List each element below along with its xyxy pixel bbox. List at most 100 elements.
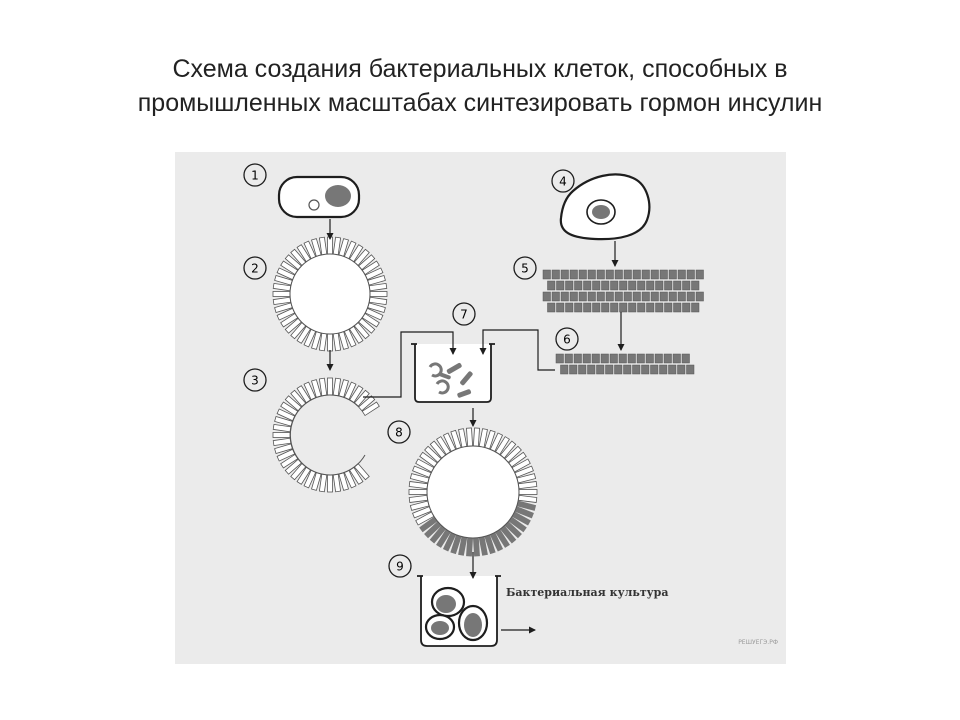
step-7-number: 7 xyxy=(460,308,468,322)
dna-segment xyxy=(637,280,646,291)
dna-segment xyxy=(623,269,632,280)
dna-segment xyxy=(695,269,704,280)
ring-hole xyxy=(293,257,367,331)
dna-segment xyxy=(605,269,614,280)
dna-segment xyxy=(578,291,587,302)
dna-segment xyxy=(609,353,618,364)
plasmid-segment xyxy=(327,333,333,352)
dna-segment xyxy=(641,291,650,302)
plasmid-segment xyxy=(327,474,333,493)
step-9-number: 9 xyxy=(396,560,404,574)
dna-segment xyxy=(587,364,596,375)
dna-segment xyxy=(650,269,659,280)
dna-segment xyxy=(654,353,663,364)
dna-segment xyxy=(672,353,681,364)
step-1-marker: 1 xyxy=(243,163,267,187)
dna-segment xyxy=(686,364,695,375)
step-8-number: 8 xyxy=(395,426,403,440)
dna-segment xyxy=(569,364,578,375)
step-2-number: 2 xyxy=(251,262,259,276)
dna-segment xyxy=(565,302,574,313)
bacterial-dna xyxy=(325,185,351,207)
dna-segment xyxy=(655,280,664,291)
dna-segment xyxy=(605,364,614,375)
mixing-beaker xyxy=(411,343,495,403)
dna-segment xyxy=(673,302,682,313)
dna-segment xyxy=(632,291,641,302)
dna-segment xyxy=(659,364,668,375)
dna-segment xyxy=(601,302,610,313)
step-7-marker: 7 xyxy=(452,302,476,326)
dna-segment xyxy=(618,353,627,364)
dna-segment xyxy=(560,364,569,375)
plasmid-segment xyxy=(408,489,428,495)
dna-segment xyxy=(605,291,614,302)
dna-segment xyxy=(695,291,704,302)
insulin-gene-fragment xyxy=(555,353,695,375)
watermark: РЕШУЕГЭ.РФ xyxy=(738,639,778,646)
gene-fragment xyxy=(457,389,472,398)
dna-segment xyxy=(663,353,672,364)
human-dna-fragment xyxy=(542,269,704,313)
dna-segment xyxy=(610,302,619,313)
dna-segment xyxy=(655,302,664,313)
dna-segment xyxy=(610,280,619,291)
gene-fragment xyxy=(446,363,462,374)
dna-segment xyxy=(628,280,637,291)
dna-segment xyxy=(573,353,582,364)
plasmid-ring xyxy=(272,236,388,352)
dna-segment xyxy=(650,364,659,375)
bacterium-dna xyxy=(436,595,456,613)
dna-segment xyxy=(682,280,691,291)
dna-segment xyxy=(686,291,695,302)
plasmid-segment xyxy=(272,291,291,297)
dna-segment xyxy=(619,280,628,291)
dna-segment xyxy=(673,280,682,291)
dna-segment xyxy=(659,291,668,302)
dna-segment xyxy=(583,280,592,291)
dna-segment xyxy=(565,280,574,291)
step-5-marker: 5 xyxy=(513,256,537,280)
step-2-marker: 2 xyxy=(243,256,267,280)
dna-segment xyxy=(686,269,695,280)
dna-segment xyxy=(637,302,646,313)
plasmid-segment xyxy=(369,291,388,297)
dna-segment xyxy=(592,302,601,313)
dna-segment xyxy=(578,364,587,375)
human-cell xyxy=(559,173,651,241)
dna-segment xyxy=(601,280,610,291)
dna-segment xyxy=(564,353,573,364)
dna-segment xyxy=(632,269,641,280)
inserted-gene-segment xyxy=(466,537,474,557)
dna-segment xyxy=(668,364,677,375)
dna-segment xyxy=(691,302,700,313)
dna-segment xyxy=(569,269,578,280)
dna-segment xyxy=(560,291,569,302)
gene-fragment xyxy=(460,371,473,386)
step-5-number: 5 xyxy=(521,262,529,276)
plasmid-segment xyxy=(472,427,480,447)
dna-segment xyxy=(614,269,623,280)
dna-segment xyxy=(623,364,632,375)
dna-segment xyxy=(582,353,591,364)
dna-segment xyxy=(641,269,650,280)
dna-segment xyxy=(668,269,677,280)
dna-segment xyxy=(592,280,601,291)
culture-beaker xyxy=(417,575,501,647)
dna-segment xyxy=(556,280,565,291)
dna-segment xyxy=(691,280,700,291)
ring-hole xyxy=(430,449,516,535)
dna-segment xyxy=(641,364,650,375)
dna-segment xyxy=(574,280,583,291)
dna-segment xyxy=(614,291,623,302)
dna-segment xyxy=(664,280,673,291)
plasmid-segment xyxy=(272,432,291,438)
slide-title-line-1: Схема создания бактериальных клеток, спо… xyxy=(172,55,788,83)
dna-segment xyxy=(645,353,654,364)
dna-segment xyxy=(646,302,655,313)
dna-segment xyxy=(556,302,565,313)
dna-segment xyxy=(677,364,686,375)
dna-segment xyxy=(623,291,632,302)
plasmid-segment xyxy=(361,401,380,417)
nucleus-dna xyxy=(592,205,610,219)
